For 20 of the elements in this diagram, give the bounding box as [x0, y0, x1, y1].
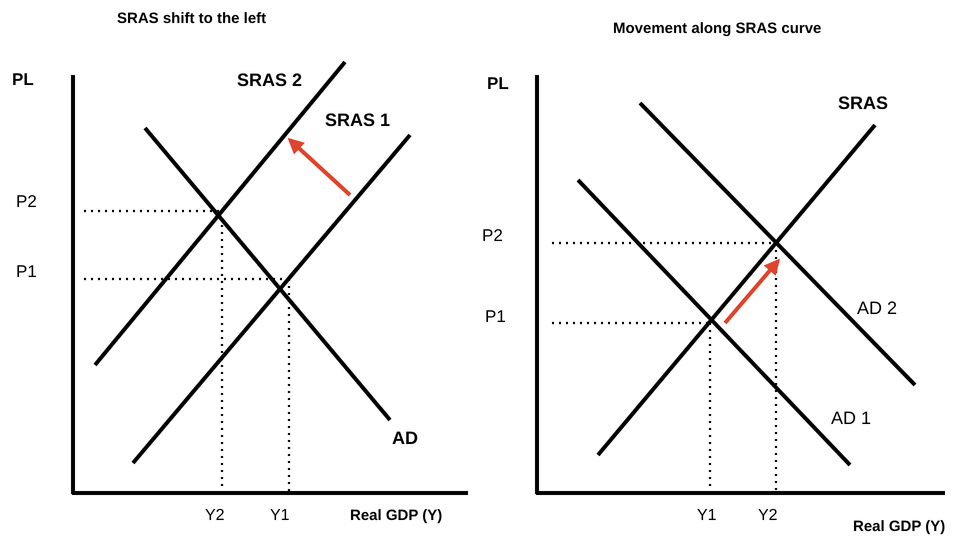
curve-label: SRAS 2 — [237, 70, 302, 91]
chart-title: Movement along SRAS curve — [613, 20, 822, 38]
axis-label: PL — [487, 74, 509, 94]
chart-title: SRAS shift to the left — [117, 10, 266, 28]
tick-label: P2 — [16, 192, 37, 212]
curve-label: AD 2 — [857, 298, 898, 319]
axis-label: Real GDP (Y) — [853, 518, 946, 536]
tick-label: P1 — [485, 307, 506, 327]
tick-label: Y2 — [205, 507, 225, 526]
curve-label: SRAS — [838, 93, 888, 114]
tick-label: P1 — [16, 262, 37, 282]
curve-label: AD 1 — [831, 408, 872, 429]
curve-label: SRAS 1 — [325, 110, 390, 131]
tick-label: Y1 — [697, 507, 717, 526]
curve-label: AD — [392, 428, 418, 449]
axis-label: PL — [12, 70, 34, 90]
tick-label: Y2 — [758, 507, 778, 526]
axis-label: Real GDP (Y) — [350, 507, 442, 524]
tick-label: P2 — [482, 226, 503, 246]
tick-label: Y1 — [270, 507, 290, 526]
